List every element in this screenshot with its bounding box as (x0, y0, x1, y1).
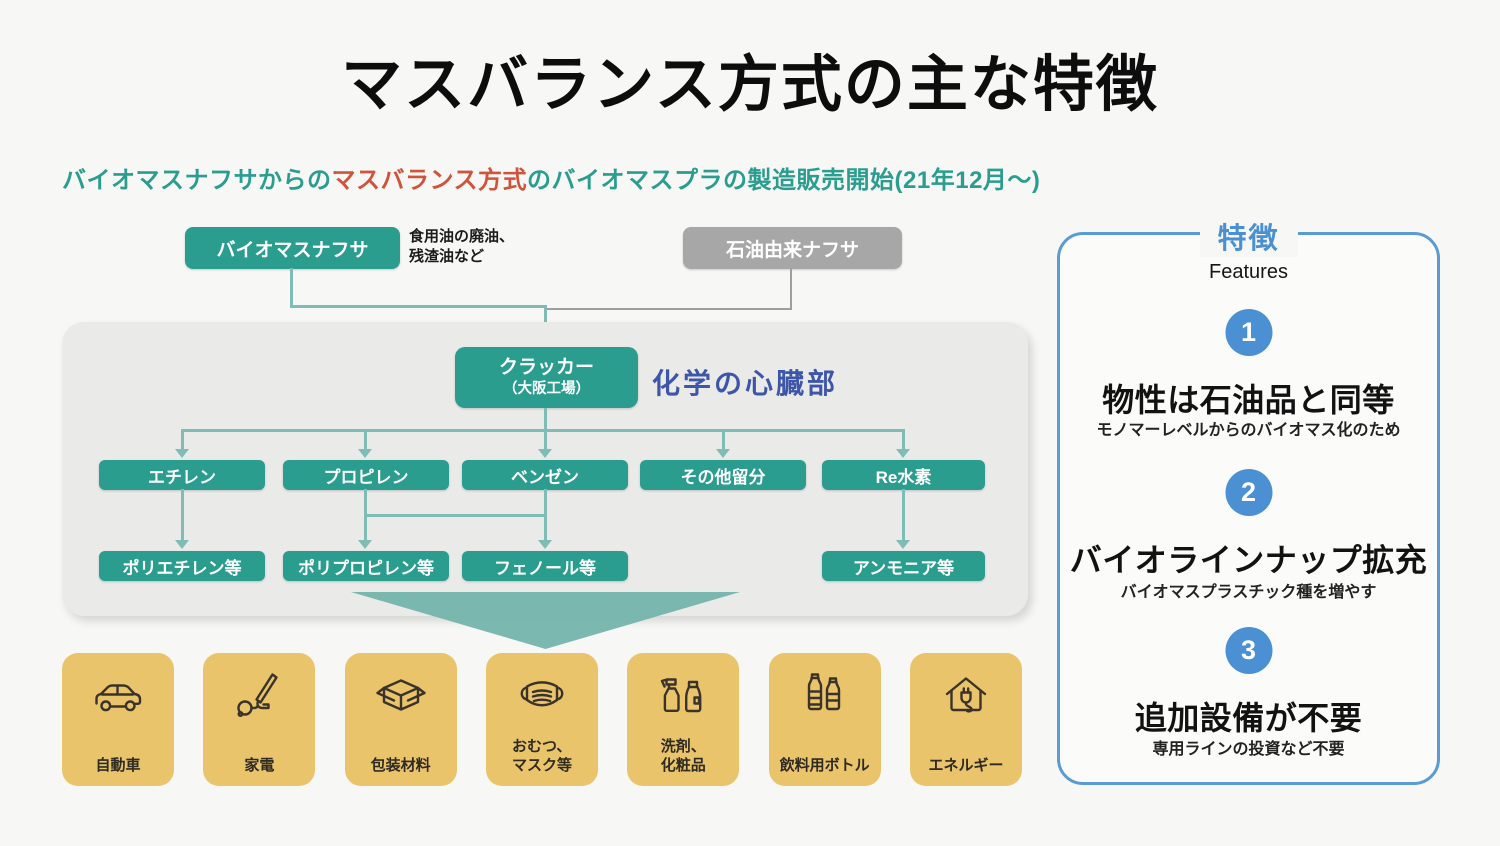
feature-number-badge: 1 (1225, 309, 1272, 356)
cracker-name: クラッカー (498, 357, 594, 378)
features-panel: 特徴 Features 1 物性は石油品と同等 モノマーレベルからのバイオマス化… (1057, 215, 1440, 785)
note-line-1: 食用油の廃油、 (409, 228, 515, 245)
connector-line (290, 305, 547, 308)
connector-line (722, 429, 725, 450)
feature-number-badge: 3 (1225, 627, 1272, 674)
product-label-line: マスク等 (511, 757, 572, 774)
product-label-line: おむつ、 (511, 738, 572, 755)
features-panel-subtitle: Features (1209, 261, 1288, 283)
page-title: マスバランス方式の主な特徴 (341, 50, 1159, 118)
product-row: 自動車 家電 包装材料 (62, 653, 1022, 786)
product-tile-detergent: 洗剤、 化粧品 (627, 653, 740, 786)
arrowhead-down-icon (896, 540, 910, 549)
energy-house-icon (945, 677, 987, 713)
product-tile-packaging: 包装材料 (344, 653, 457, 786)
connector-line (544, 408, 547, 431)
arrowhead-down-icon (175, 449, 189, 458)
note-line-2: 残渣油など (409, 248, 485, 265)
product-label: エネルギー (928, 756, 1003, 775)
intermediate-box-benzene: ベンゼン (462, 460, 628, 490)
biomass-naphtha-note: 食用油の廃油、 残渣油など (409, 227, 514, 267)
car-icon (95, 684, 142, 712)
product-tile-diaper-mask: おむつ、 マスク等 (485, 653, 598, 786)
product-label-line: 家電 (244, 757, 275, 774)
intermediate-box-other: その他留分 (640, 460, 806, 490)
cracker-site: （大阪工場） (503, 381, 590, 397)
product-label: おむつ、 マスク等 (512, 737, 572, 775)
connector-line (364, 429, 367, 450)
product-tile-energy: エネルギー (909, 653, 1022, 786)
cracker-box: クラッカー （大阪工場） (455, 347, 638, 408)
face-mask-icon (520, 681, 564, 707)
connector-crossbar (365, 514, 546, 517)
arrowhead-down-icon (358, 540, 372, 549)
feature-description: モノマーレベルからのバイオマス化のため (1096, 422, 1401, 439)
arrowhead-down-icon (538, 540, 552, 549)
feature-heading: 追加設備が不要 (1134, 700, 1363, 736)
feature-description: 専用ラインの投資など不要 (1152, 741, 1345, 758)
subtitle-teal-1: バイオマスナフサからの (62, 167, 332, 194)
subtitle: バイオマスナフサからのマスバランス方式のバイオマスプラの製造販売開始(21年12… (62, 160, 1040, 195)
intermediate-box-hydrogen: Re水素 (822, 460, 985, 490)
connector-line (544, 429, 547, 450)
product-label-line: 化粧品 (660, 757, 706, 774)
connector-line (290, 268, 293, 308)
biomass-naphtha-box: バイオマスナフサ (185, 227, 400, 269)
connector-line (181, 429, 184, 450)
product-label: 自動車 (95, 756, 140, 775)
connector-line (181, 429, 905, 432)
connector-line-gray (790, 268, 792, 310)
feature-number-badge: 2 (1225, 469, 1272, 516)
derivative-box-phenol: フェノール等 (462, 551, 628, 581)
petroleum-naphtha-box: 石油由来ナフサ (683, 227, 902, 269)
product-tile-car: 自動車 (62, 653, 174, 786)
derivative-box-ammonia: アンモニア等 (822, 551, 985, 581)
cracker-caption: 化学の心臓部 (652, 368, 839, 399)
product-tile-bottle: 飲料用ボトル (768, 653, 881, 786)
product-label-line: 自動車 (95, 757, 141, 774)
connector-line-gray (546, 308, 792, 310)
arrowhead-down-icon (716, 449, 730, 458)
feature-heading: バイオラインナップ拡充 (1069, 542, 1428, 578)
big-down-arrow (351, 592, 740, 649)
features-panel-title: 特徴 (1199, 215, 1298, 257)
connector-line (902, 429, 905, 450)
arrowhead-down-icon (896, 449, 910, 458)
subtitle-red: マスバランス方式 (331, 167, 528, 194)
product-label-line: 飲料用ボトル (779, 757, 870, 774)
feature-heading: 物性は石油品と同等 (1102, 382, 1395, 418)
plastic-bottles-icon (807, 673, 840, 711)
product-label: 家電 (244, 756, 274, 775)
detergent-bottles-icon (661, 678, 702, 713)
vacuum-cleaner-icon (237, 673, 279, 718)
product-label-line: 洗剤、 (660, 738, 706, 755)
product-label: 洗剤、 化粧品 (661, 737, 706, 775)
connector-line (544, 305, 547, 337)
connector-line (902, 489, 905, 541)
arrowhead-down-icon (358, 449, 372, 458)
derivative-box-polypropylene: ポリプロピレン等 (283, 551, 449, 581)
product-label: 飲料用ボトル (780, 756, 870, 775)
derivative-box-polyethylene: ポリエチレン等 (99, 551, 265, 581)
feature-description: バイオマスプラスチック種を増やす (1120, 584, 1377, 601)
subtitle-teal-2: のバイオマスプラの製造販売開始(21年12月～) (527, 167, 1041, 194)
arrowhead-down-icon (538, 449, 552, 458)
product-label-line: エネルギー (928, 757, 1004, 774)
product-label: 包装材料 (371, 756, 431, 775)
intermediate-box-propylene: プロピレン (283, 460, 449, 490)
connector-line (181, 489, 184, 541)
open-box-icon (375, 679, 426, 711)
arrowhead-down-icon (175, 540, 189, 549)
product-tile-appliance: 家電 (203, 653, 316, 786)
intermediate-box-ethylene: エチレン (99, 460, 265, 490)
product-label-line: 包装材料 (370, 757, 431, 774)
